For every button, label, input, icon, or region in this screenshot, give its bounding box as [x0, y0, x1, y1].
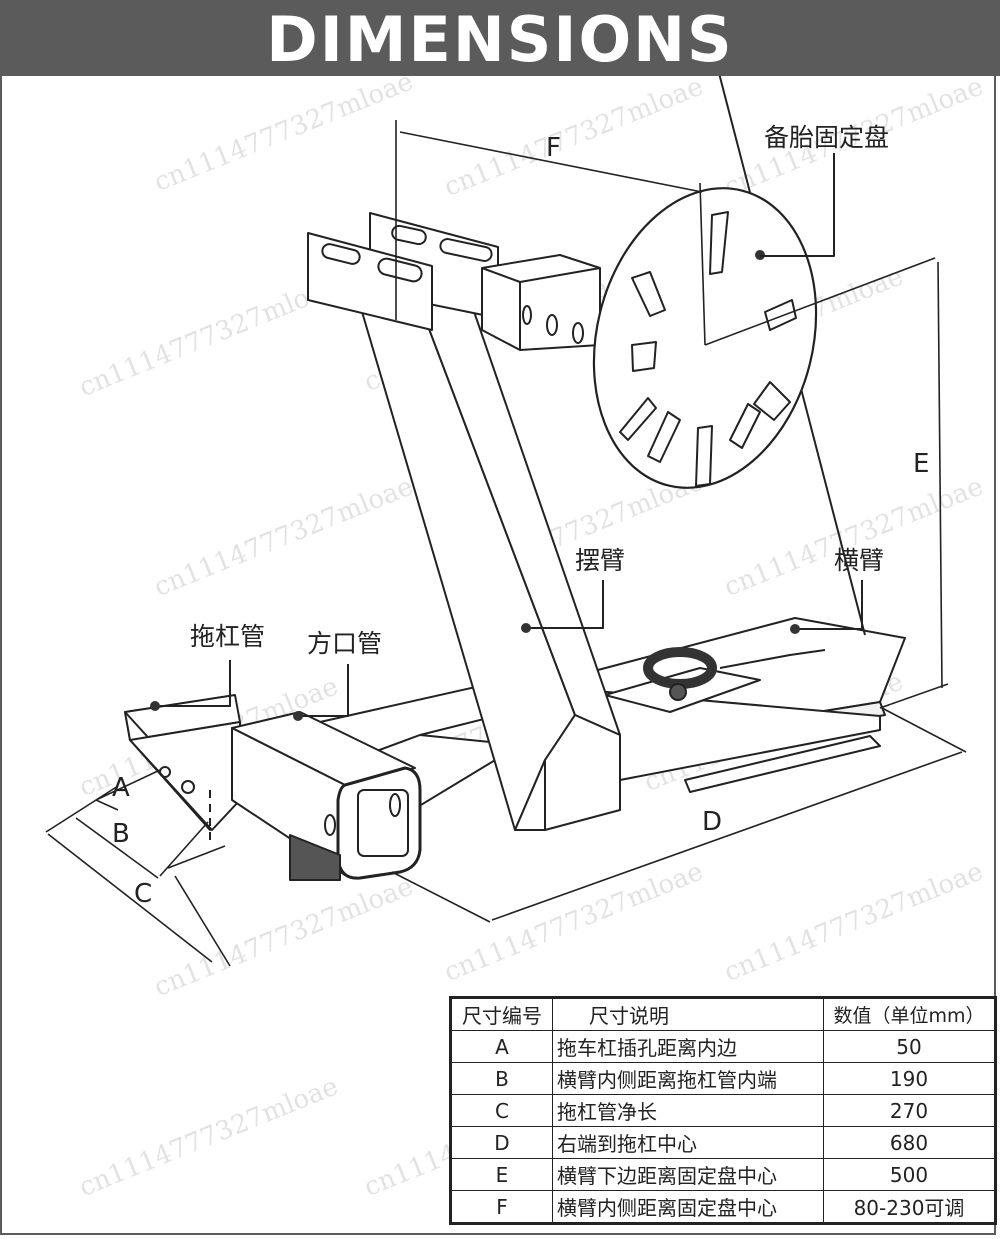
dim-desc: 拖杠管净长	[552, 1094, 824, 1127]
page-title: DIMENSIONS	[266, 3, 734, 76]
dimension-lines	[45, 120, 967, 967]
dim-code: A	[450, 1030, 553, 1063]
dim-value: 190	[823, 1062, 996, 1095]
table-row: A 拖车杠插孔距离内边 50	[450, 1030, 996, 1063]
table-row: F 横臂内侧距离固定盘中心 80-230可调	[450, 1190, 996, 1224]
dim-letter-f: F	[546, 133, 561, 163]
table-row: E 横臂下边距离固定盘中心 500	[450, 1158, 996, 1191]
dim-letter-e: E	[913, 449, 929, 479]
dim-code: F	[450, 1190, 553, 1224]
label-swing-arm: 摆臂	[575, 546, 625, 575]
square-tube	[231, 711, 422, 881]
dim-value: 680	[823, 1126, 996, 1159]
dim-value: 270	[823, 1094, 996, 1127]
dim-desc: 横臂内侧距离固定盘中心	[552, 1190, 824, 1224]
dim-code: E	[450, 1158, 553, 1191]
dimension-table: 尺寸编号 尺寸说明 数值（单位mm） A 拖车杠插孔距离内边 50 B 横臂内侧…	[449, 996, 997, 1225]
table-row: B 横臂内侧距离拖杠管内端 190	[450, 1062, 996, 1095]
label-spare-plate: 备胎固定盘	[764, 123, 889, 152]
column-header: 数值（单位mm）	[823, 997, 996, 1031]
dim-desc: 拖车杠插孔距离内边	[552, 1030, 824, 1063]
dim-value: 80-230可调	[823, 1190, 996, 1224]
dim-value: 50	[823, 1030, 996, 1063]
dim-code: C	[450, 1094, 553, 1127]
tow-tube	[124, 694, 241, 840]
label-cross-arm: 横臂	[834, 546, 884, 575]
label-tow-tube: 拖杠管	[190, 622, 265, 651]
dim-desc: 横臂内侧距离拖杠管内端	[552, 1062, 824, 1095]
table-row: D 右端到拖杠中心 680	[450, 1126, 996, 1159]
dim-letter-b: B	[112, 819, 130, 849]
label-square-tube: 方口管	[307, 629, 382, 658]
dim-letter-c: C	[134, 879, 152, 909]
table-row: C 拖杠管净长 270	[450, 1094, 996, 1127]
cross-arm	[559, 76, 906, 793]
hitch-diagram: 备胎固定盘 摆臂 横臂 拖杠管 方口管 F E D A B C	[45, 76, 967, 967]
dim-desc: 横臂下边距离固定盘中心	[552, 1158, 824, 1191]
pin-handle	[604, 647, 761, 713]
dim-value: 500	[823, 1158, 996, 1191]
dim-letter-d: D	[702, 807, 722, 837]
column-header: 尺寸编号	[450, 997, 553, 1031]
dim-letter-a: A	[112, 773, 130, 803]
dim-code: D	[450, 1126, 553, 1159]
dim-code: B	[450, 1062, 553, 1095]
mount-brackets	[307, 212, 601, 351]
column-header: 尺寸说明	[552, 997, 824, 1031]
leader-lines	[155, 153, 863, 717]
table-header-row: 尺寸编号 尺寸说明 数值（单位mm）	[450, 997, 996, 1031]
dim-desc: 右端到拖杠中心	[552, 1126, 824, 1159]
title-bar: DIMENSIONS	[0, 0, 1000, 76]
